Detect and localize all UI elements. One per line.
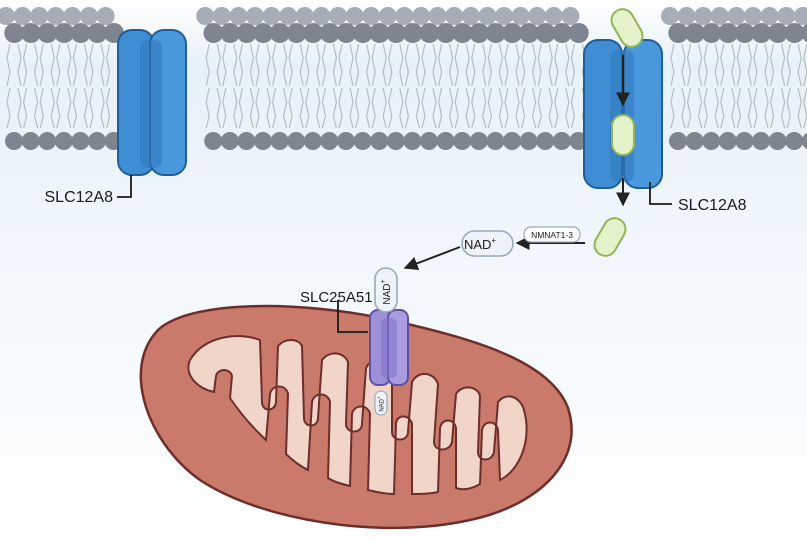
svg-text:NAD+: NAD+ [377, 396, 386, 412]
nmn-molecule-cytosol [593, 217, 627, 257]
slc12a8-left-label: SLC12A8 [45, 189, 114, 206]
slc12a8-right-leader-line [649, 182, 672, 205]
nmnat-enzyme-badge [523, 226, 581, 243]
mitochondrion [139, 304, 573, 530]
svg-text:NAD+: NAD+ [380, 279, 393, 304]
cell-membrane [0, 7, 807, 150]
slc25a51-label: SLC25A51 [300, 289, 373, 306]
nmnat-enzyme-label: NMNAT1-3 [531, 230, 573, 240]
nad-main-label: NAD+ [464, 236, 496, 252]
nad-molecule-main [461, 230, 514, 257]
mitochondrion-cristae [187, 335, 528, 496]
nad-molecule-mitochondrial: NAD+ [374, 390, 388, 416]
slc12a8-left-leader-line [117, 175, 132, 198]
slc12a8-right-label: SLC12A8 [678, 197, 747, 214]
nmn-molecule-channel [611, 114, 635, 156]
slc25a51-leader-line [337, 300, 368, 333]
slc12a8-left-transporter [117, 29, 187, 176]
arrow-nad-to-mitochondrion [403, 246, 461, 271]
slc25a51-transporter [369, 309, 409, 386]
nad-molecule-channel: NAD+ [374, 267, 398, 313]
nmn-molecule-top [610, 8, 644, 48]
